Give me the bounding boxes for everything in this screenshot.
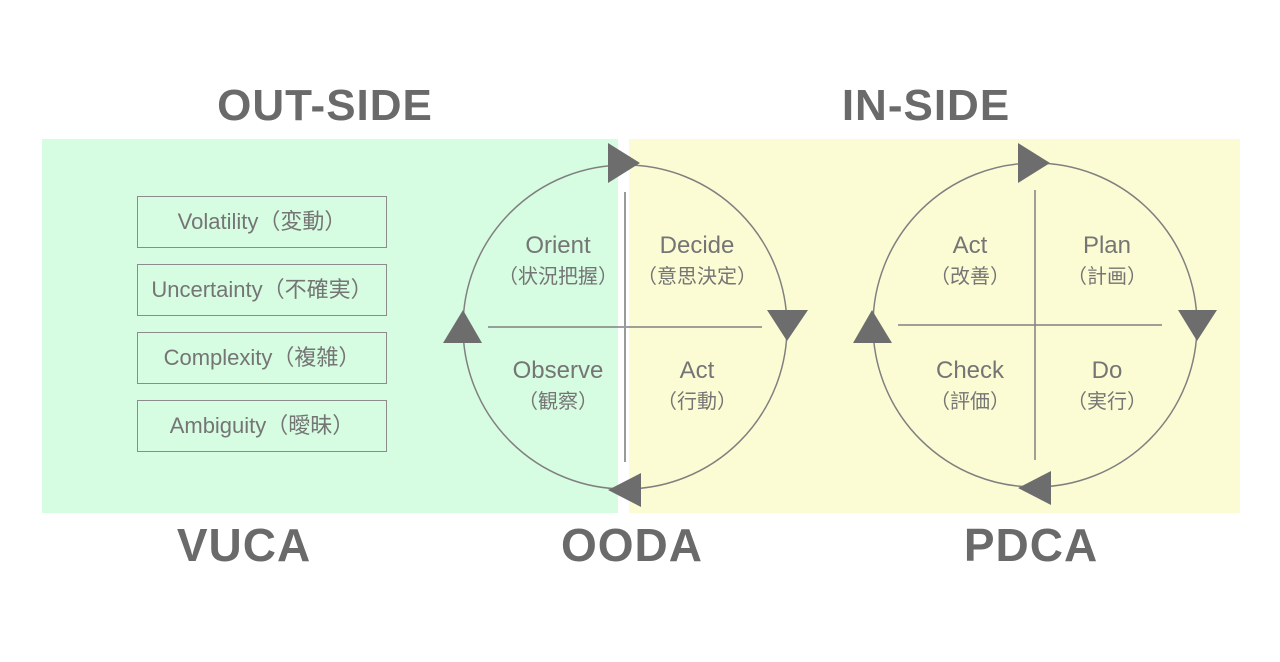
ooda-quadrant-decide: Decide （意思決定） [607, 231, 787, 294]
pdca-quadrant-do: Do （実行） [1017, 356, 1197, 419]
pdca-plan-sublabel: （計画） [1067, 266, 1147, 288]
vuca-item-ambiguity: Ambiguity（曖昧） [137, 400, 387, 452]
ooda-orient-sublabel: （状況把握） [498, 266, 618, 288]
pdca-check-sublabel: （評価） [930, 391, 1010, 413]
inside-region-background [629, 139, 1240, 513]
ooda-act-sublabel: （行動） [657, 391, 737, 413]
pdca-act-sublabel: （改善） [930, 266, 1010, 288]
ooda-decide-label: Decide [659, 232, 735, 259]
pdca-quadrant-plan: Plan （計画） [1017, 231, 1197, 294]
pdca-do-sublabel: （実行） [1067, 391, 1147, 413]
vuca-item-volatility: Volatility（変動） [137, 196, 387, 248]
inside-title: IN-SIDE [841, 81, 1011, 130]
ooda-orient-label: Orient [525, 232, 591, 259]
vuca-footer-title: VUCA [176, 519, 312, 571]
ooda-quadrant-orient: Orient （状況把握） [468, 231, 648, 294]
pdca-check-label: Check [935, 357, 1005, 384]
pdca-quadrant-act: Act （改善） [880, 231, 1060, 294]
ooda-quadrant-act: Act （行動） [607, 356, 787, 419]
pdca-plan-label: Plan [1082, 232, 1132, 259]
pdca-act-label: Act [952, 232, 988, 259]
ooda-act-label: Act [679, 357, 715, 384]
outside-title: OUT-SIDE [217, 81, 433, 130]
pdca-do-label: Do [1091, 357, 1123, 384]
ooda-decide-sublabel: （意思決定） [637, 266, 757, 288]
vuca-list: Volatility（変動） Uncertainty（不確実） Complexi… [137, 196, 387, 468]
ooda-footer-title: OODA [561, 519, 703, 571]
pdca-quadrant-check: Check （評価） [880, 356, 1060, 419]
ooda-quadrant-observe: Observe （観察） [468, 356, 648, 419]
vuca-item-uncertainty: Uncertainty（不確実） [137, 264, 387, 316]
pdca-footer-title: PDCA [963, 519, 1099, 571]
ooda-observe-label: Observe [512, 357, 604, 384]
ooda-observe-sublabel: （観察） [518, 391, 598, 413]
vuca-item-complexity: Complexity（複雑） [137, 332, 387, 384]
